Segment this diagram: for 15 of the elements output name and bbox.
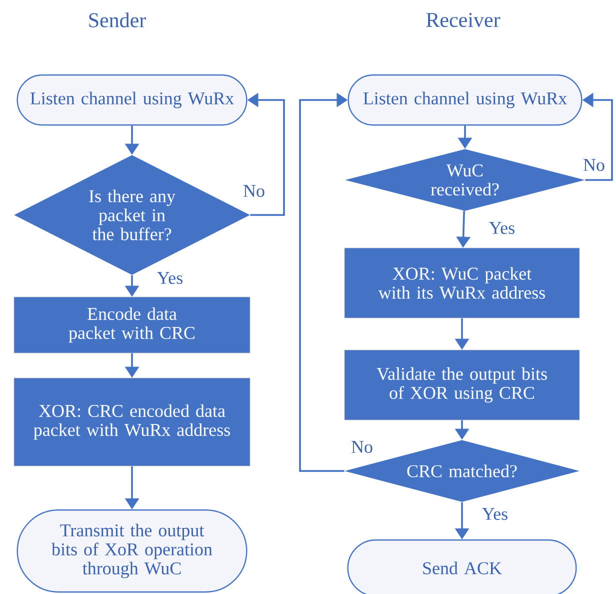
terminal-box: Transmit the output bits of XoR operation through WuC [16,509,248,593]
process-box: Encode data packet with CRC [14,296,250,354]
terminal-box: Send ACK [347,539,577,594]
terminal-box: Listen channel using WuRx [348,74,582,126]
edge-label: Yes [482,508,508,520]
edge-label: Yes [157,272,182,284]
column-heading: Sender [89,12,146,28]
process-box: Validate the output bits of XOR using CRC [344,350,580,420]
column-heading: Receiver [426,12,500,28]
process-box: XOR: CRC encoded data packet with WuRx address [14,378,250,466]
edge-label: No [584,159,604,171]
terminal-box: Listen channel using WuRx [16,74,248,126]
edge-label: Yes [489,222,514,234]
edge-label: No [352,441,372,453]
process-box: XOR: WuC packet with its WuRx address [344,248,580,318]
